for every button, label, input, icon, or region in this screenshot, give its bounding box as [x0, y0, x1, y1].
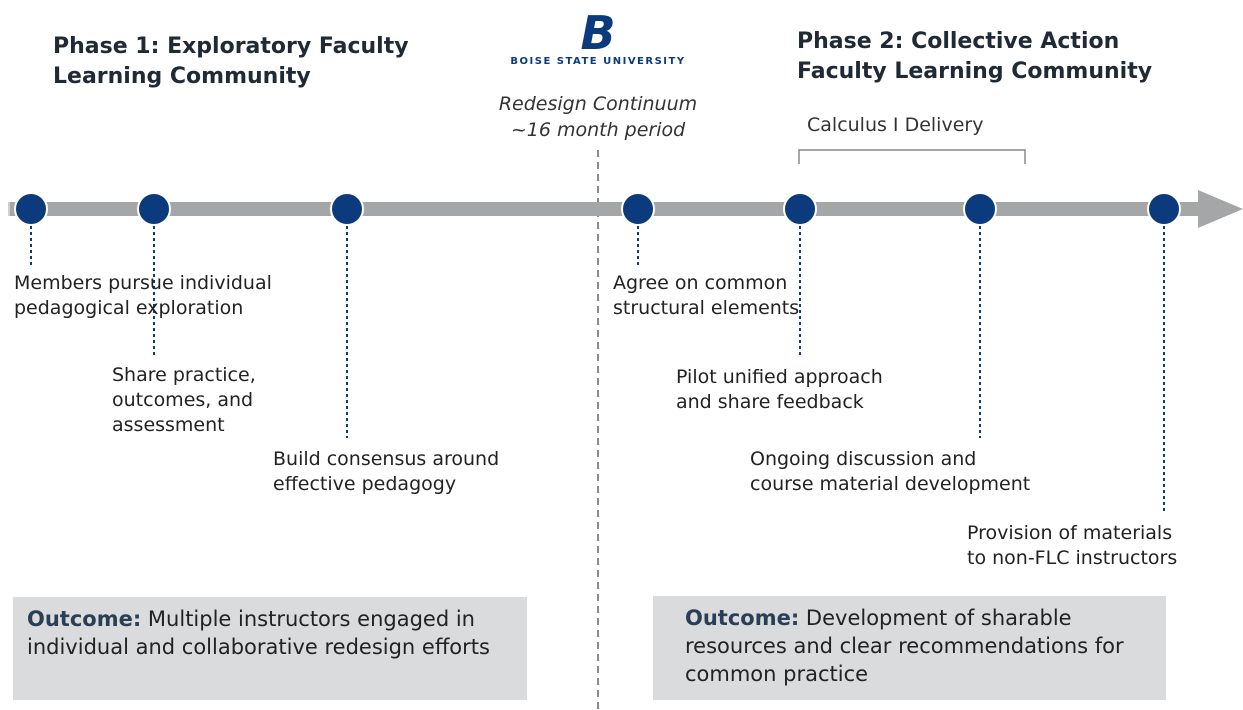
logo-wordmark: BOISE STATE UNIVERSITY	[510, 56, 686, 67]
continuum-line-2: ~16 month period	[510, 119, 686, 141]
milestone-node-2	[137, 192, 171, 226]
university-logo: B BOISE STATE UNIVERSITY	[497, 10, 699, 67]
outcome-box-phase1: Outcome: Multiple instructors engaged in…	[13, 597, 527, 700]
outcome-text-2: Development of sharable resources and cl…	[685, 606, 1124, 686]
phase1-title: Phase 1: Exploratory Faculty Learning Co…	[53, 34, 409, 89]
milestone-node-4	[621, 192, 655, 226]
milestone-node-5	[783, 192, 817, 226]
continuum-label: Redesign Continuum ~16 month period	[468, 91, 728, 143]
milestone-note-5: Pilot unified approach and share feedbac…	[676, 366, 883, 413]
milestone-note-4: Agree on common structural elements	[613, 272, 800, 319]
milestone-node-7	[1147, 192, 1181, 226]
milestone-note-2: Share practice, outcomes, and assessment	[112, 364, 256, 436]
milestone-node-1	[14, 192, 48, 226]
milestone-note-3: Build consensus around effective pedagog…	[273, 448, 500, 495]
outcome-box-phase2: Outcome: Development of sharable resourc…	[653, 596, 1166, 700]
milestone-node-3	[330, 192, 364, 226]
outcome-label-2: Outcome:	[685, 606, 800, 630]
phase2-title: Phase 2: Collective Action Faculty Learn…	[797, 29, 1153, 84]
logo-letter: B	[580, 6, 616, 60]
outcome-text-1: Multiple instructors engaged in individu…	[27, 607, 490, 659]
milestone-note-7: Provision of materials to non-FLC instru…	[967, 522, 1178, 569]
calculus-delivery-label: Calculus I Delivery	[807, 114, 984, 136]
milestone-note-6: Ongoing discussion and course material d…	[750, 448, 1031, 495]
timeline-arrowhead	[1198, 190, 1243, 228]
milestone-note-1: Members pursue individual pedagogical ex…	[14, 272, 272, 319]
outcome-label-1: Outcome:	[27, 607, 142, 631]
continuum-line-1: Redesign Continuum	[498, 93, 698, 115]
timeline-bar	[10, 202, 1200, 216]
milestone-node-6	[963, 192, 997, 226]
calculus-bracket	[798, 149, 1026, 164]
